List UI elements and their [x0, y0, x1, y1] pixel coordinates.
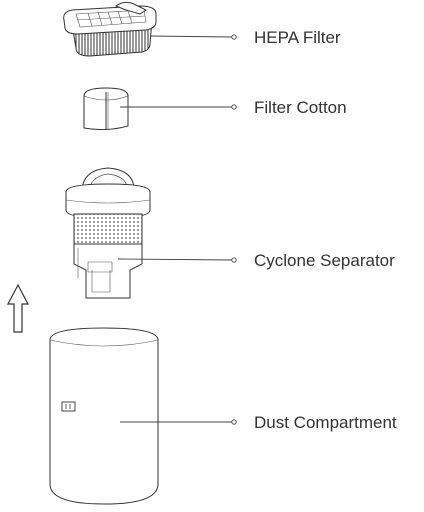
up-arrow-icon — [7, 283, 29, 333]
label-dust-compartment: Dust Compartment — [254, 413, 397, 432]
dust-compartment — [49, 327, 159, 505]
cyclone-separator — [65, 167, 151, 299]
leader-cyclone — [117, 258, 233, 261]
leader-cyclone-dot — [231, 257, 237, 263]
label-hepa-filter: HEPA Filter — [254, 28, 341, 47]
filter-cotton — [83, 87, 129, 131]
leader-cotton-dot — [231, 104, 237, 110]
leader-hepa-dot — [231, 34, 237, 40]
label-filter-cotton: Filter Cotton — [254, 98, 347, 117]
mi-logo-icon — [61, 401, 76, 412]
label-cyclone-separator: Cyclone Separator — [254, 251, 395, 270]
leader-hepa — [149, 35, 233, 38]
leader-dust-dot — [231, 419, 237, 425]
hepa-filter — [63, 1, 157, 57]
